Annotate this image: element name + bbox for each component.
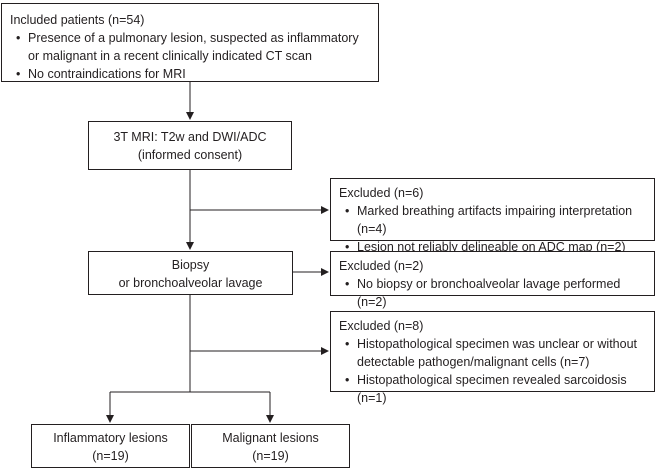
malignant-lesions-box: Malignant lesions (n=19) [191, 424, 350, 468]
included-criterion: No contraindications for MRI [10, 65, 370, 83]
mri-box: 3T MRI: T2w and DWI/ADC (informed consen… [88, 121, 292, 170]
biopsy-box: Biopsy or bronchoalveolar lavage [88, 251, 293, 295]
malignant-line2: (n=19) [252, 449, 289, 463]
inflammatory-line1: Inflammatory lesions [53, 431, 168, 445]
inflammatory-line2: (n=19) [92, 449, 129, 463]
biopsy-line1: Biopsy [171, 258, 210, 272]
biopsy-line2: or bronchoalveolar lavage [118, 276, 263, 290]
mri-line2: (informed consent) [137, 148, 243, 162]
mri-line1: 3T MRI: T2w and DWI/ADC [113, 130, 267, 144]
excluded-box-3: Excluded (n=8) Histopathological specime… [330, 311, 655, 405]
excluded3-reason: Histopathological specimen was unclear o… [339, 335, 646, 371]
excluded2-title: Excluded (n=2) [339, 259, 424, 273]
excluded3-title: Excluded (n=8) [339, 319, 424, 333]
included-title: Included patients (n=54) [10, 13, 145, 27]
excluded1-reason: Marked breathing artifacts impairing int… [339, 202, 646, 238]
included-patients-box: Included patients (n=54) Presence of a p… [1, 3, 379, 83]
excluded1-reason: Lesion not reliably delineable on ADC ma… [339, 238, 646, 256]
excluded-box-2: Excluded (n=2) No biopsy or bronchoalveo… [330, 251, 655, 309]
excluded1-title: Excluded (n=6) [339, 186, 424, 200]
excluded-box-1: Excluded (n=6) Marked breathing artifact… [330, 178, 655, 256]
excluded2-reason: No biopsy or bronchoalveolar lavage perf… [339, 275, 646, 311]
excluded3-reason: Histopathological specimen revealed sarc… [339, 371, 646, 407]
malignant-line1: Malignant lesions [222, 431, 319, 445]
inflammatory-lesions-box: Inflammatory lesions (n=19) [31, 424, 190, 468]
included-criterion: Presence of a pulmonary lesion, suspecte… [10, 29, 370, 65]
